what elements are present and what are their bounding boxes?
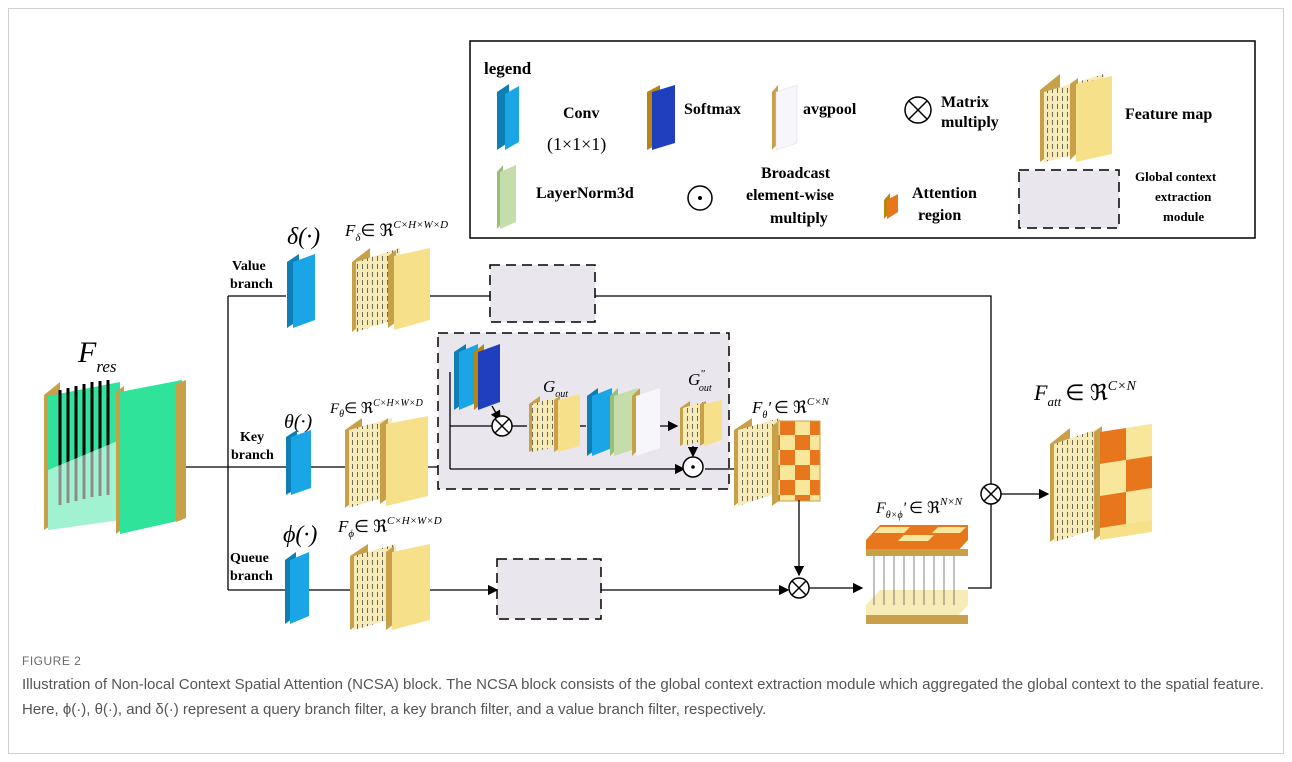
caption-label: FIGURE 2 <box>22 654 82 668</box>
legend-feature-map-icon <box>1040 74 1112 162</box>
legend-attention-label-2: region <box>918 207 961 224</box>
theta-phi-matrix-multiply <box>788 577 810 599</box>
legend-attention-icon <box>884 193 898 219</box>
gce-conv-2 <box>587 388 612 456</box>
caption-text: Illustration of Non-local Context Spatia… <box>22 676 1265 718</box>
fres-block <box>44 380 186 534</box>
g-out-label: Gout <box>543 377 568 400</box>
value-branch-label-1: Value <box>232 259 266 274</box>
legend-conv-icon <box>497 84 519 150</box>
f-delta-feature-map <box>352 248 430 332</box>
phi-label: ϕ(·) <box>283 522 317 548</box>
f-theta-feature-map <box>345 416 428 508</box>
legend-feature-map-label: Feature map <box>1125 106 1212 123</box>
gce-conv <box>454 344 478 410</box>
g-out-feature-map <box>529 394 580 452</box>
queue-branch-label-2: branch <box>230 569 273 584</box>
legend-gce-icon <box>1018 169 1120 229</box>
f-phi-label: Fϕ∈ ℜC×H×W×D <box>337 515 442 540</box>
legend-avgpool-icon <box>772 84 798 151</box>
legend-broadcast-label-3: multiply <box>770 210 828 227</box>
legend-matrix-label-2: multiply <box>941 114 999 131</box>
legend-gce-label-1: Global context <box>1135 169 1217 184</box>
key-conv <box>286 430 311 495</box>
legend-layernorm-label: LayerNorm3d <box>536 185 634 202</box>
f-theta-phi-label: Fθ×ϕ'∈ ℜN×N <box>875 496 963 521</box>
legend-broadcast-label-1: Broadcast <box>761 165 831 182</box>
legend-title: legend <box>484 59 532 78</box>
delta-label: δ(·) <box>287 224 320 250</box>
f-phi-feature-map <box>350 544 430 630</box>
legend-softmax-icon <box>647 85 675 150</box>
gce-softmax <box>474 344 500 410</box>
legend-attention-label-1: Attention <box>912 185 977 202</box>
queue-conv <box>285 552 309 624</box>
f-theta-phi-feature-map <box>866 525 968 624</box>
theta-phi-to-att-path <box>968 504 992 589</box>
legend-layernorm-icon <box>497 165 516 229</box>
key-branch-label-1: Key <box>240 430 264 445</box>
gce-avgpool <box>632 388 660 456</box>
key-branch-label-2: branch <box>231 448 274 463</box>
theta-label: θ(·) <box>284 411 312 433</box>
legend-conv-label: Conv <box>563 105 599 122</box>
f-att-label: Fatt∈ ℜC×N <box>1033 379 1137 409</box>
legend-conv-size: (1×1×1) <box>547 134 606 155</box>
legend-box: legend Conv (1×1×1) Softmax avgpool Matr… <box>469 40 1256 239</box>
legend-softmax-label: Softmax <box>684 101 741 118</box>
trunk-lines <box>186 295 286 591</box>
value-path <box>595 295 992 484</box>
value-gce-module <box>489 264 596 323</box>
legend-broadcast-label-2: element-wise <box>746 187 834 204</box>
ncsa-diagram: legend Conv (1×1×1) Softmax avgpool Matr… <box>44 40 1256 630</box>
key-gce-lines <box>449 372 735 475</box>
g-out2-feature-map <box>680 400 722 446</box>
final-matrix-multiply <box>980 483 1002 505</box>
value-branch-label-2: branch <box>230 277 273 292</box>
g-out2-label: G"out <box>688 368 712 394</box>
legend-matrix-multiply-icon <box>904 96 932 124</box>
legend-matrix-label-1: Matrix <box>941 94 989 111</box>
f-theta-prime-label: Fθ'∈ ℜC×N <box>751 396 830 421</box>
gce-broadcast-multiply <box>682 456 704 478</box>
f-delta-label: Fδ∈ ℜC×H×W×D <box>344 219 448 244</box>
f-theta-prime-feature-map <box>734 418 821 506</box>
queue-branch-label-1: Queue <box>230 551 269 566</box>
fres-label: Fres <box>77 336 117 376</box>
f-theta-label: Fθ∈ ℜC×H×W×D <box>329 398 424 420</box>
value-conv <box>287 254 315 328</box>
f-att-feature-map <box>1050 424 1152 542</box>
gce-matrix-multiply <box>491 415 513 437</box>
legend-broadcast-icon <box>687 185 713 211</box>
legend-gce-label-3: module <box>1163 209 1204 224</box>
legend-avgpool-label: avgpool <box>803 101 857 118</box>
legend-gce-label-2: extraction <box>1155 189 1212 204</box>
queue-gce-module <box>496 558 602 620</box>
